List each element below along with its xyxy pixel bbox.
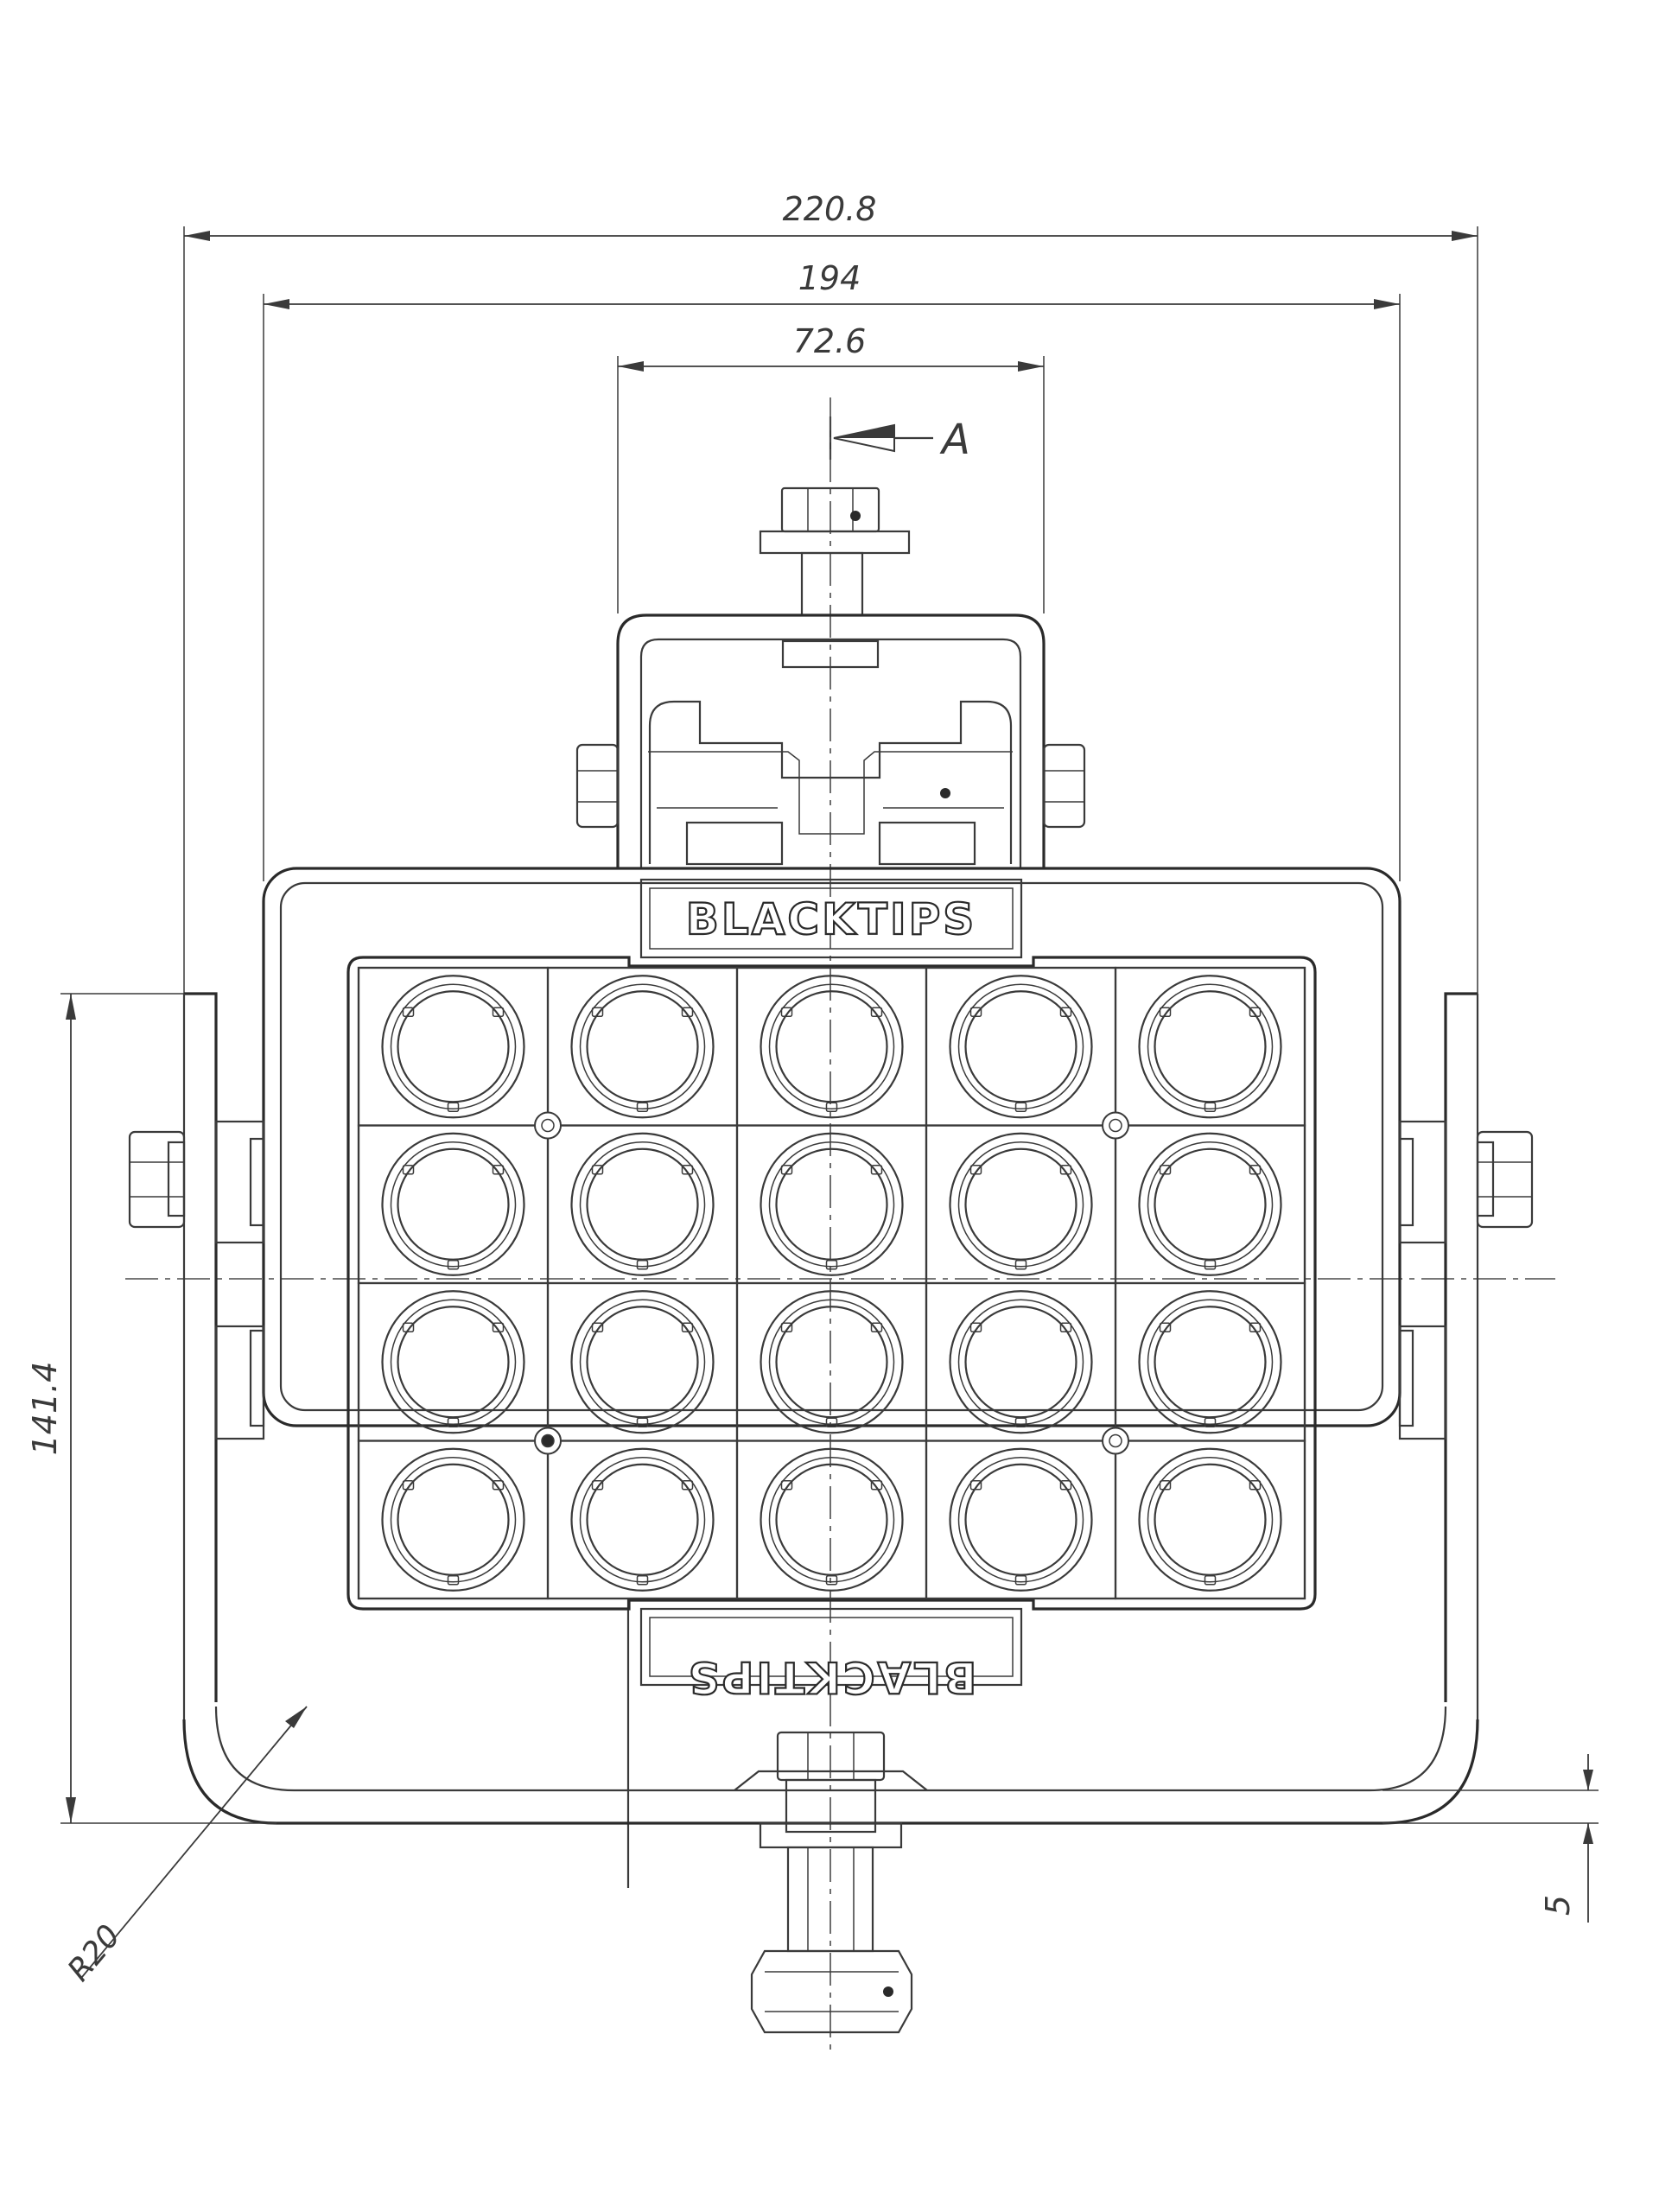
led-module [357,1281,550,1442]
panel-screw [534,1111,562,1140]
led-module [546,1124,739,1285]
brand-plate-top: BLACKTIPS [639,878,1023,959]
dimension-height: 141.4 [26,993,276,1824]
dimension-label-housing-width: 194 [798,259,861,297]
led-module [357,1440,550,1600]
led-module [925,1124,1117,1285]
section-label: A [939,416,970,464]
dimension-radius: R20 [61,1706,308,1988]
led-module [546,1281,739,1442]
led-module [357,966,550,1127]
panel-screw [1102,1111,1129,1140]
panel-screw [534,1427,562,1455]
led-module [1114,1124,1306,1285]
section-marker-a: A [829,416,970,464]
brand-label-top: BLACKTIPS [686,894,976,944]
top-mounting-bolt [759,486,911,617]
dimension-housing-width: 194 [263,259,1401,881]
dimension-label-overall-width: 220.8 [783,190,877,228]
dimension-overall-width: 220.8 [183,190,1478,994]
led-module [925,1281,1117,1442]
led-module [546,1440,739,1600]
grid-screws [534,1111,1129,1455]
led-module [1114,966,1306,1127]
led-module [925,1440,1117,1600]
top-u-bracket [575,613,1086,868]
led-grid [357,966,1306,1600]
led-module [357,1124,550,1285]
light-housing [262,867,1402,1427]
panel-screw [1102,1427,1129,1455]
dimension-label-bracket-width: 72.6 [793,322,867,360]
dimension-label-offset: 5 [1539,1895,1577,1916]
bottom-mounting-bolt [734,1731,928,2034]
dimension-label-radius: R20 [61,1918,128,1988]
led-module [735,1281,928,1442]
led-module [735,1440,928,1600]
led-module [735,966,928,1127]
dimension-bracket-width: 72.6 [617,322,1045,613]
led-module [925,966,1117,1127]
led-module [546,966,739,1127]
brand-label-bottom: BLACKTIPS [686,1652,976,1702]
dimension-label-height: 141.4 [26,1362,64,1456]
brand-plate-bottom: BLACKTIPS [639,1607,1023,1703]
dimension-offset: 5 [1382,1754,1599,1923]
led-module [1114,1440,1306,1600]
led-module [735,1124,928,1285]
led-module [1114,1281,1306,1442]
